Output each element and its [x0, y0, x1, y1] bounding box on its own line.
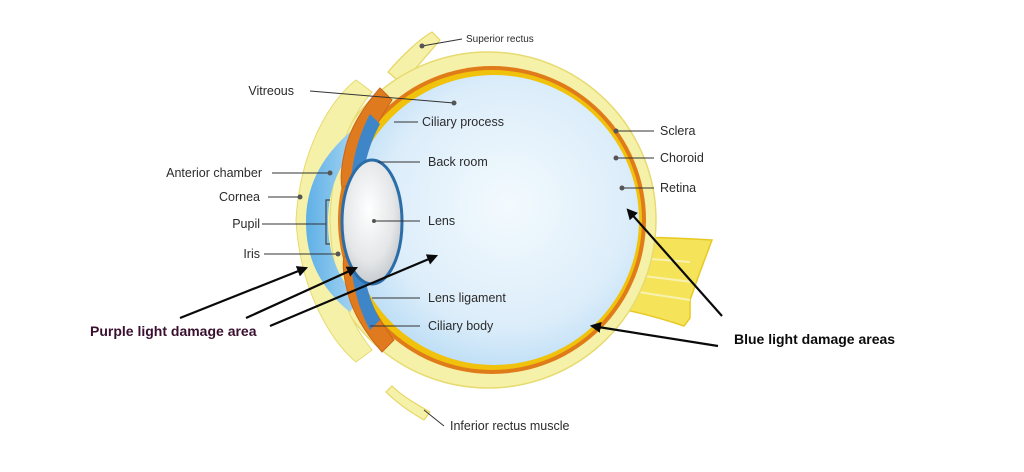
label-iris: Iris — [243, 247, 260, 261]
label-sclera: Sclera — [660, 124, 695, 138]
label-ciliary-body: Ciliary body — [428, 319, 494, 333]
label-retina: Retina — [660, 181, 696, 195]
blue-arrow-retina — [626, 208, 723, 317]
damage-arrows — [179, 208, 723, 348]
cornea-shape — [306, 132, 358, 312]
leader-inferior-rectus — [423, 409, 445, 427]
label-lens-ligament: Lens ligament — [428, 291, 506, 305]
label-superior-rectus: Superior rectus — [466, 34, 534, 45]
label-inferior-rectus: Inferior rectus muscle — [450, 419, 570, 433]
leader-vitreous — [309, 90, 455, 104]
callout-purple-light: Purple light damage area — [90, 323, 257, 339]
pupil-bracket — [325, 199, 330, 245]
purple-arrow-cornea — [179, 266, 309, 320]
leader-superior-rectus — [421, 38, 463, 47]
label-vitreous: Vitreous — [248, 84, 294, 98]
callout-blue-light: Blue light damage areas — [734, 331, 895, 347]
label-ciliary-process: Ciliary process — [422, 115, 504, 129]
purple-arrow-lens — [269, 254, 439, 328]
label-cornea: Cornea — [219, 190, 260, 204]
label-pupil: Pupil — [232, 217, 260, 231]
purple-arrow-iris — [245, 266, 359, 320]
label-lens: Lens — [428, 214, 455, 228]
leader-lines — [262, 38, 654, 427]
blue-arrow-choroid — [589, 321, 719, 348]
leader-dots — [297, 43, 625, 257]
lens-body — [340, 158, 404, 286]
label-choroid: Choroid — [660, 151, 704, 165]
inferior-rectus-muscle — [385, 385, 431, 421]
label-back-room: Back room — [428, 155, 488, 169]
label-anterior-chamber: Anterior chamber — [166, 166, 262, 180]
vitreous-body — [349, 75, 639, 365]
